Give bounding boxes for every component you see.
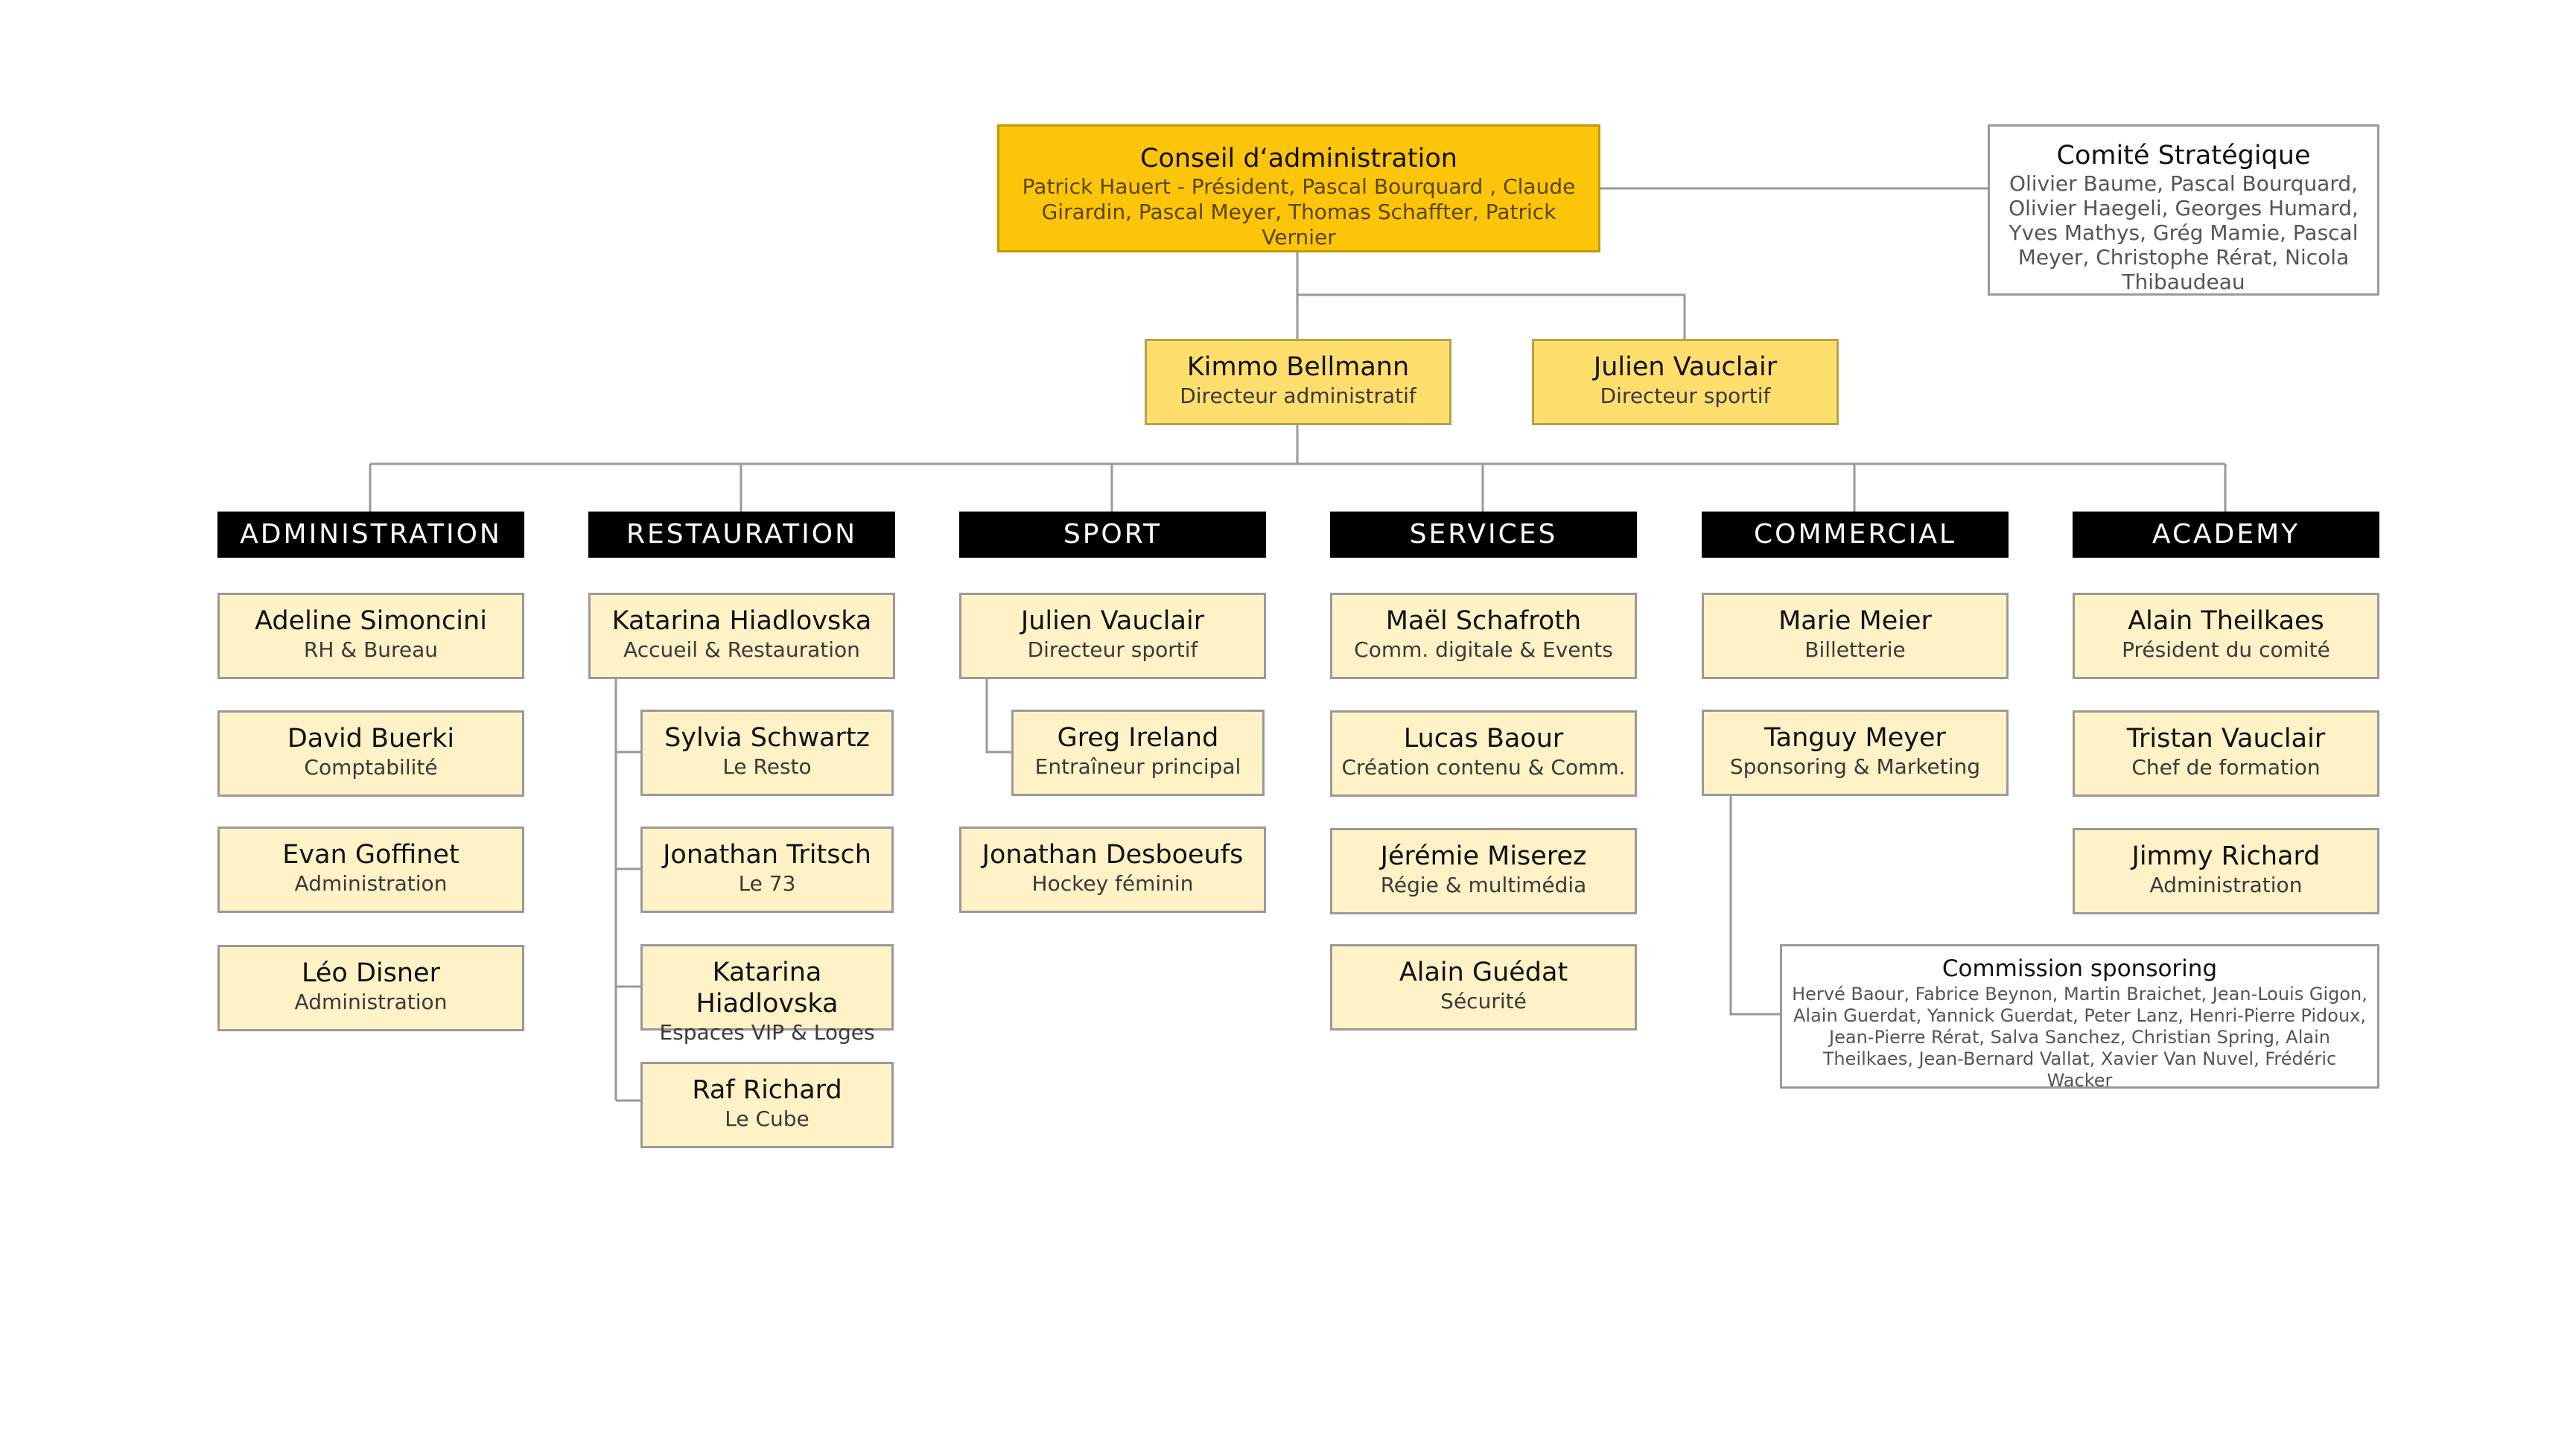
dept-header-restauration: RESTAURATION bbox=[588, 512, 895, 558]
person-card: Raf Richard Le Cube bbox=[640, 1062, 894, 1148]
person-role: Sponsoring & Marketing bbox=[1729, 754, 1981, 779]
person-role: Directeur sportif bbox=[1027, 637, 1198, 662]
person-card: Marie Meier Billetterie bbox=[1702, 593, 2009, 679]
board-members: Patrick Hauert - Président, Pascal Bourq… bbox=[1022, 174, 1576, 249]
dept-header-commercial: COMMERCIAL bbox=[1702, 512, 2009, 558]
director-name: Julien Vauclair bbox=[1593, 352, 1778, 382]
director-role: Directeur sportif bbox=[1600, 383, 1771, 408]
person-card: Alain Theilkaes Président du comité bbox=[2073, 593, 2379, 679]
person-name: Tanguy Meyer bbox=[1764, 723, 1946, 753]
director-box-sport: Julien Vauclair Directeur sportif bbox=[1532, 339, 1839, 425]
person-name: Katarina Hiadlovska bbox=[696, 958, 839, 1019]
person-name: David Buerki bbox=[287, 724, 455, 754]
person-name: Greg Ireland bbox=[1057, 723, 1219, 753]
person-role: Comptabilité bbox=[304, 755, 438, 780]
comite-box: Comité Stratégique Olivier Baume, Pascal… bbox=[1988, 124, 2379, 296]
person-role: Administration bbox=[294, 990, 448, 1014]
person-card: Tanguy Meyer Sponsoring & Marketing bbox=[1702, 710, 2009, 796]
person-name: Jimmy Richard bbox=[2131, 841, 2321, 871]
person-name: Tristan Vauclair bbox=[2126, 724, 2326, 754]
person-name: Raf Richard bbox=[692, 1075, 842, 1105]
director-role: Directeur administratif bbox=[1180, 383, 1416, 408]
person-name: Sylvia Schwartz bbox=[664, 723, 870, 753]
person-card: Greg Ireland Entraîneur principal bbox=[1011, 710, 1265, 796]
person-card: Jérémie Miserez Régie & multimédia bbox=[1330, 828, 1637, 914]
person-name: Lucas Baour bbox=[1403, 724, 1564, 754]
person-name: Evan Goffinet bbox=[282, 840, 459, 870]
commission-box: Commission sponsoring Hervé Baour, Fabri… bbox=[1780, 944, 2379, 1091]
person-card: Lucas Baour Création contenu & Comm. bbox=[1330, 710, 1637, 797]
person-card: Alain Guédat Sécurité bbox=[1330, 944, 1637, 1031]
comite-members: Olivier Baume, Pascal Bourquard, Olivier… bbox=[2009, 171, 2359, 294]
person-card: Jonathan Desboeufs Hockey féminin bbox=[959, 827, 1266, 913]
person-role: Administration bbox=[2149, 873, 2303, 897]
person-role: Le Cube bbox=[725, 1106, 810, 1131]
person-name: Alain Theilkaes bbox=[2128, 606, 2324, 636]
comite-title: Comité Stratégique bbox=[2056, 141, 2311, 171]
commission-title: Commission sponsoring bbox=[1941, 955, 2218, 982]
person-role: Régie & multimédia bbox=[1380, 873, 1587, 897]
person-role: Accueil & Restauration bbox=[623, 637, 860, 662]
person-role: Création contenu & Comm. bbox=[1341, 755, 1626, 780]
board-box: Conseil d‘administration Patrick Hauert … bbox=[997, 124, 1600, 252]
person-name: Jérémie Miserez bbox=[1380, 841, 1587, 871]
person-name: Léo Disner bbox=[302, 958, 440, 988]
dept-header-sport: SPORT bbox=[959, 512, 1266, 558]
person-role: Administration bbox=[294, 871, 448, 896]
person-name: Jonathan Desboeufs bbox=[982, 840, 1244, 870]
person-card: David Buerki Comptabilité bbox=[217, 710, 524, 797]
person-name: Alain Guédat bbox=[1399, 958, 1568, 987]
person-name: Julien Vauclair bbox=[1020, 606, 1205, 636]
person-role: Sécurité bbox=[1440, 989, 1527, 1013]
person-name: Adeline Simoncini bbox=[255, 606, 487, 636]
person-role: RH & Bureau bbox=[303, 637, 439, 662]
person-card: Jimmy Richard Administration bbox=[2073, 828, 2379, 914]
dept-header-services: SERVICES bbox=[1330, 512, 1637, 558]
person-name: Maël Schafroth bbox=[1385, 606, 1582, 636]
director-name: Kimmo Bellmann bbox=[1186, 352, 1410, 382]
dept-header-academy: ACADEMY bbox=[2073, 512, 2379, 558]
board-title: Conseil d‘administration bbox=[1140, 144, 1457, 173]
person-role: Le Resto bbox=[722, 754, 812, 779]
commission-members: Hervé Baour, Fabrice Beynon, Martin Brai… bbox=[1792, 984, 2367, 1091]
person-role: Billetterie bbox=[1804, 637, 1906, 662]
person-card: Katarina Hiadlovska Accueil & Restaurati… bbox=[588, 593, 895, 679]
person-card: Maël Schafroth Comm. digitale & Events bbox=[1330, 593, 1637, 679]
person-name: Marie Meier bbox=[1778, 606, 1932, 636]
person-card: Julien Vauclair Directeur sportif bbox=[959, 593, 1266, 679]
person-role: Entraîneur principal bbox=[1034, 754, 1241, 779]
person-role: Espaces VIP & Loges bbox=[659, 1020, 875, 1045]
person-card: Evan Goffinet Administration bbox=[217, 827, 524, 913]
person-card: Sylvia Schwartz Le Resto bbox=[640, 710, 894, 796]
person-card: Katarina Hiadlovska Espaces VIP & Loges bbox=[640, 944, 894, 1045]
director-box-admin: Kimmo Bellmann Directeur administratif bbox=[1145, 339, 1451, 425]
person-role: Président du comité bbox=[2122, 637, 2330, 662]
person-name: Jonathan Tritsch bbox=[663, 840, 871, 870]
person-card: Léo Disner Administration bbox=[217, 945, 524, 1031]
person-role: Chef de formation bbox=[2131, 755, 2321, 780]
person-role: Le 73 bbox=[738, 871, 796, 896]
person-card: Adeline Simoncini RH & Bureau bbox=[217, 593, 524, 679]
dept-header-administration: ADMINISTRATION bbox=[217, 512, 524, 558]
person-name: Katarina Hiadlovska bbox=[611, 606, 872, 636]
person-role: Comm. digitale & Events bbox=[1354, 637, 1613, 662]
person-card: Tristan Vauclair Chef de formation bbox=[2073, 710, 2379, 797]
person-role: Hockey féminin bbox=[1031, 871, 1194, 896]
person-card: Jonathan Tritsch Le 73 bbox=[640, 827, 894, 913]
